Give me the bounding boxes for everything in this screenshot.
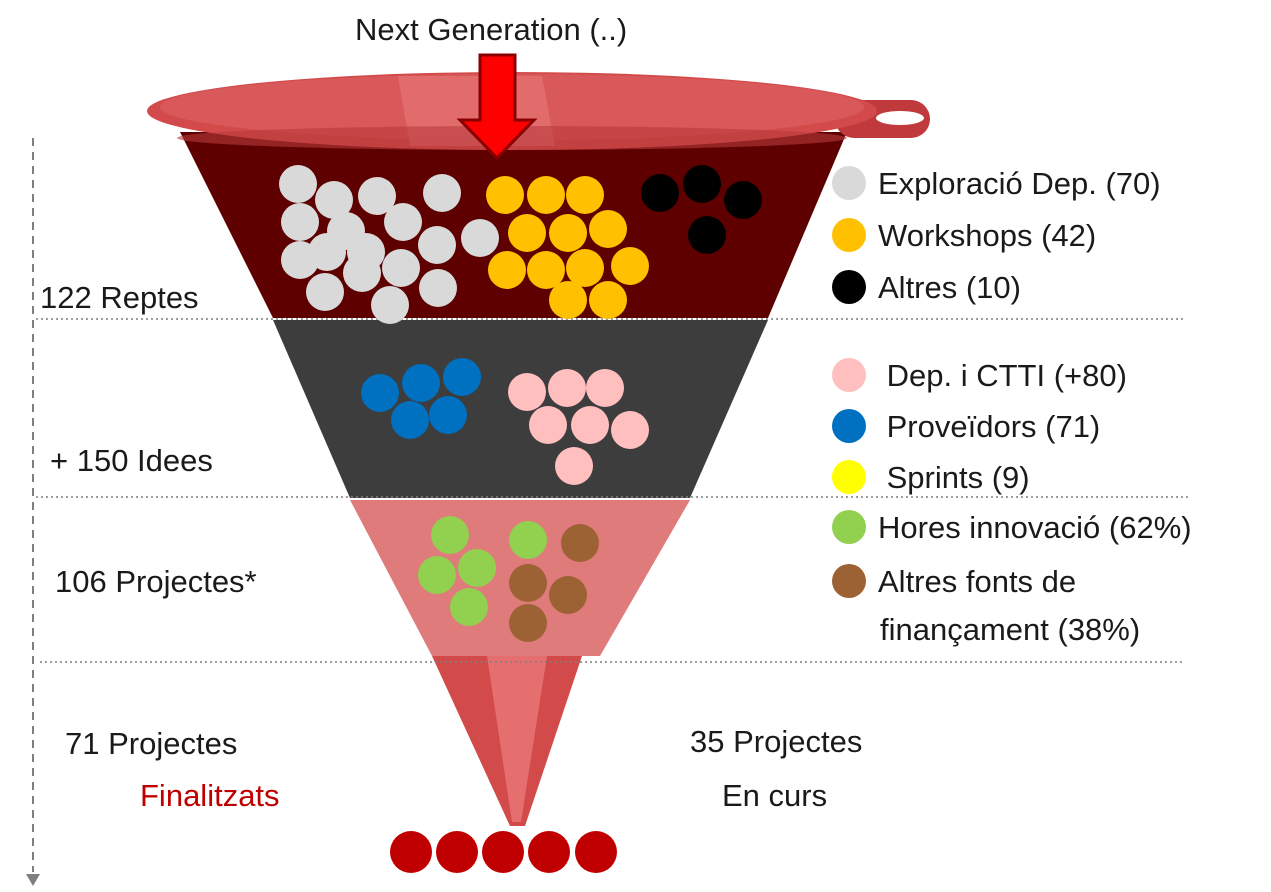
- dot-dep-ctti: [508, 373, 546, 411]
- stage-label-finalitzats: Finalitzats: [140, 778, 280, 813]
- top-label: Next Generation (..): [355, 12, 628, 47]
- dot-hores-innovacio: [509, 521, 547, 559]
- dot-exploracio: [281, 203, 319, 241]
- dot-proveidors: [391, 401, 429, 439]
- stage-label-en-curs: En curs: [722, 778, 828, 813]
- dot-exploracio: [461, 219, 499, 257]
- dot-workshops: [527, 176, 565, 214]
- dot-hores-innovacio: [458, 549, 496, 587]
- progress-arrow-head: [26, 874, 40, 886]
- legend-label-hores-innovacio: Hores innovació (62%): [878, 509, 1192, 545]
- dot-altres-fonts: [509, 564, 547, 602]
- dot-altres: [724, 181, 762, 219]
- dot-hores-innovacio: [431, 516, 469, 554]
- dot-workshops: [566, 249, 604, 287]
- legend-altres: Altres (10): [832, 270, 1021, 304]
- dot-proveidors: [429, 396, 467, 434]
- dot-dep-ctti: [555, 447, 593, 485]
- legend-dot-exploracio: [832, 166, 866, 200]
- legend-dep-ctti: Dep. i CTTI (+80): [832, 358, 1127, 392]
- dot-dep-ctti: [529, 406, 567, 444]
- dot-dep-ctti: [611, 411, 649, 449]
- dot-workshops: [566, 176, 604, 214]
- funnel-handle-hole: [876, 111, 924, 125]
- legend-dot-dep-ctti: [832, 358, 866, 392]
- legend-proveidors: Proveïdors (71): [832, 409, 1100, 443]
- dot-hores-innovacio: [418, 556, 456, 594]
- dot-workshops: [486, 176, 524, 214]
- dot-exploracio: [423, 174, 461, 212]
- legend-dot-workshops: [832, 218, 866, 252]
- output-dot: [482, 831, 524, 873]
- dot-exploracio: [279, 165, 317, 203]
- legend-label-altres-fonts-line2: finançament (38%): [880, 612, 1141, 647]
- output-dot: [528, 831, 570, 873]
- dot-exploracio: [308, 233, 346, 271]
- dot-dep-ctti: [586, 369, 624, 407]
- dot-workshops: [549, 214, 587, 252]
- legend-workshops: Workshops (42): [832, 218, 1096, 252]
- funnel-spout-highlight: [487, 656, 547, 822]
- legend-dot-sprints: [832, 460, 866, 494]
- legend-dot-hores-innovacio: [832, 510, 866, 544]
- legend-label-proveidors: Proveïdors (71): [878, 408, 1101, 444]
- dot-workshops: [611, 247, 649, 285]
- dot-proveidors: [402, 364, 440, 402]
- dot-hores-innovacio: [450, 588, 488, 626]
- output-dot: [390, 831, 432, 873]
- dot-altres: [641, 174, 679, 212]
- stage-label-en-curs-count: 35 Projectes: [690, 724, 863, 759]
- legend-label-altres: Altres (10): [878, 269, 1021, 305]
- output-dot: [575, 831, 617, 873]
- dot-exploracio: [419, 269, 457, 307]
- legend-label-workshops: Workshops (42): [878, 217, 1097, 253]
- dot-workshops: [589, 281, 627, 319]
- legend-dot-altres: [832, 270, 866, 304]
- legend-sprints: Sprints (9): [832, 460, 1030, 494]
- legend-label-dep-ctti: Dep. i CTTI (+80): [878, 357, 1127, 393]
- stage-label-projectes: 106 Projectes*: [55, 564, 257, 599]
- dot-workshops: [589, 210, 627, 248]
- dot-dep-ctti: [548, 369, 586, 407]
- dot-exploracio: [343, 254, 381, 292]
- output-dot: [436, 831, 478, 873]
- legend-dot-proveidors: [832, 409, 866, 443]
- dot-exploracio: [315, 181, 353, 219]
- legend-label-exploracio: Exploració Dep. (70): [878, 165, 1161, 201]
- dot-exploracio: [306, 273, 344, 311]
- dots-group: [279, 165, 762, 873]
- dot-proveidors: [361, 374, 399, 412]
- legend-altres-fonts: Altres fonts de: [832, 564, 1076, 598]
- dot-workshops: [549, 281, 587, 319]
- input-arrow: [456, 53, 538, 161]
- dot-exploracio: [382, 249, 420, 287]
- stage-label-finalitzats-count: 71 Projectes: [65, 726, 238, 761]
- dot-workshops: [527, 251, 565, 289]
- dot-workshops: [488, 251, 526, 289]
- dot-exploracio: [371, 286, 409, 324]
- dot-altres: [683, 165, 721, 203]
- legend-exploracio: Exploració Dep. (70): [832, 166, 1161, 200]
- dot-dep-ctti: [571, 406, 609, 444]
- dot-altres-fonts: [561, 524, 599, 562]
- dot-exploracio: [384, 203, 422, 241]
- stage-label-idees: + 150 Idees: [50, 443, 213, 478]
- dot-altres: [688, 216, 726, 254]
- dot-workshops: [508, 214, 546, 252]
- dot-altres-fonts: [549, 576, 587, 614]
- stage-label-reptes: 122 Reptes: [40, 280, 199, 315]
- legend-label-sprints: Sprints (9): [878, 459, 1030, 495]
- dot-altres-fonts: [509, 604, 547, 642]
- dot-exploracio: [418, 226, 456, 264]
- legend-label-altres-fonts: Altres fonts de: [878, 563, 1077, 599]
- dot-exploracio: [358, 177, 396, 215]
- legend-dot-altres-fonts: [832, 564, 866, 598]
- dot-proveidors: [443, 358, 481, 396]
- legend-hores-innovacio: Hores innovació (62%): [832, 510, 1192, 544]
